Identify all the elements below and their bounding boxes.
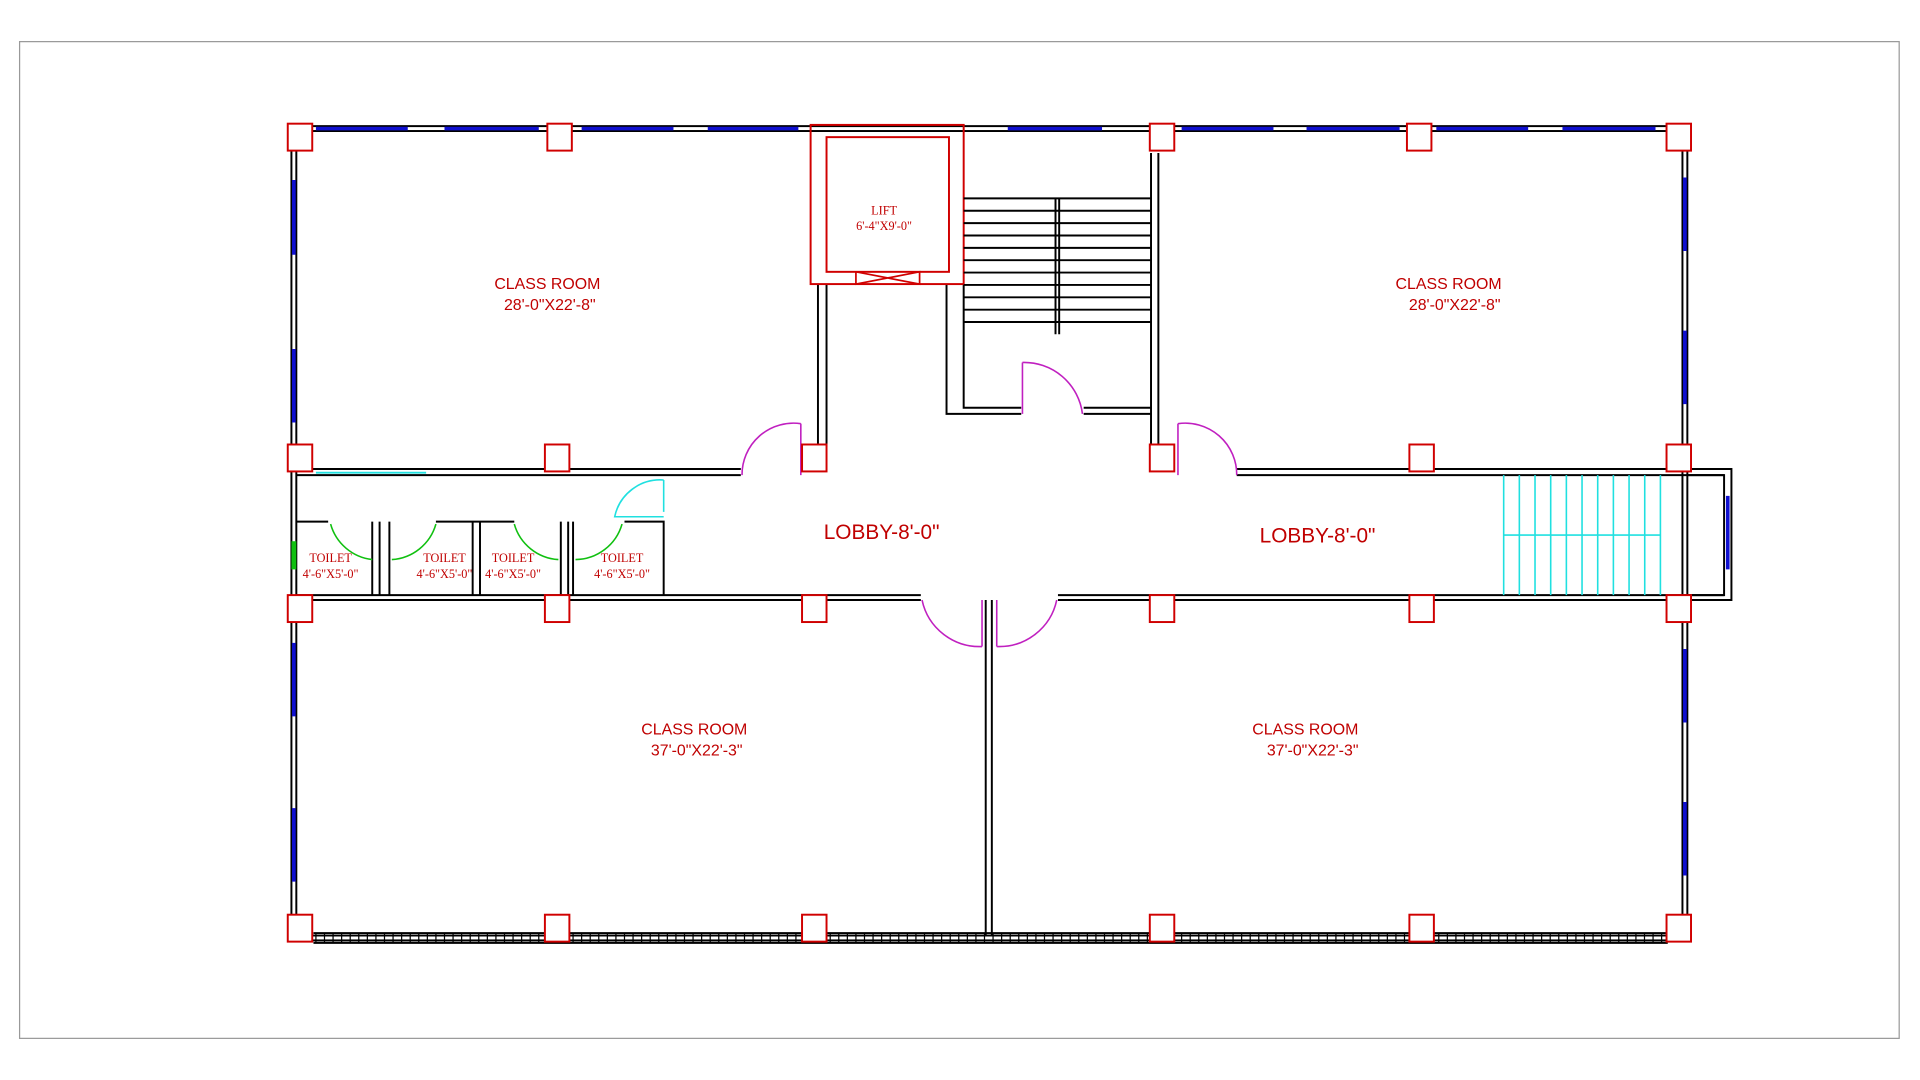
windows bbox=[291, 126, 1730, 882]
column bbox=[1408, 594, 1435, 624]
toilet-size: 4'-6"X5'-0" bbox=[303, 567, 359, 581]
column bbox=[543, 594, 571, 624]
room-size: 28'-0"X22'-8" bbox=[1409, 297, 1501, 314]
column bbox=[543, 913, 571, 943]
staircase bbox=[963, 197, 1152, 335]
column bbox=[1665, 913, 1692, 943]
room-size: 37'-0"X22'-3" bbox=[651, 743, 743, 760]
column bbox=[1665, 122, 1692, 152]
column bbox=[1665, 594, 1692, 624]
toilet-size: 4'-6"X5'-0" bbox=[594, 567, 650, 581]
column bbox=[1148, 913, 1176, 943]
column bbox=[286, 594, 314, 624]
column bbox=[286, 122, 314, 152]
column bbox=[286, 443, 314, 473]
room-label: CLASS ROOM bbox=[641, 722, 747, 739]
lift-shaft bbox=[809, 123, 965, 286]
drawing-frame bbox=[18, 41, 1900, 1039]
toilet-size: 4'-6"X5'-0" bbox=[417, 567, 473, 581]
column bbox=[1405, 122, 1433, 152]
column bbox=[801, 594, 828, 624]
column bbox=[1408, 443, 1435, 473]
lobby-label: LOBBY-8'-0" bbox=[1260, 524, 1376, 547]
column bbox=[1665, 443, 1692, 473]
column bbox=[801, 443, 828, 473]
room-size: 28'-0"X22'-8" bbox=[504, 297, 596, 314]
column bbox=[286, 913, 314, 943]
column bbox=[1148, 122, 1176, 152]
column bbox=[546, 122, 573, 152]
doors bbox=[329, 361, 1238, 648]
railing bbox=[313, 932, 1668, 944]
toilet-label: TOILET bbox=[309, 551, 352, 565]
toilet-size: 4'-6"X5'-0" bbox=[485, 567, 541, 581]
room-label: CLASS ROOM bbox=[1396, 276, 1502, 293]
room-label: CLASS ROOM bbox=[1252, 722, 1358, 739]
lift-label: LIFT bbox=[871, 203, 897, 217]
column bbox=[1408, 913, 1435, 943]
toilet-label: TOILET bbox=[492, 551, 535, 565]
room-size: 37'-0"X22'-3" bbox=[1267, 743, 1359, 760]
lobby-label: LOBBY-8'-0" bbox=[824, 521, 940, 544]
column bbox=[543, 443, 571, 473]
toilet-label: TOILET bbox=[601, 551, 644, 565]
lift-size: 6'-4"X9'-0" bbox=[856, 219, 912, 233]
columns bbox=[286, 122, 1692, 943]
toilet-label: TOILET bbox=[423, 551, 466, 565]
ramp-steps bbox=[1502, 475, 1662, 596]
room-label: CLASS ROOM bbox=[494, 276, 600, 293]
column bbox=[1148, 443, 1176, 473]
walls bbox=[290, 125, 1733, 942]
column bbox=[1148, 594, 1176, 624]
column bbox=[801, 913, 828, 943]
labels: CLASS ROOM 28'-0"X22'-8" CLASS ROOM 28'-… bbox=[303, 203, 1502, 759]
